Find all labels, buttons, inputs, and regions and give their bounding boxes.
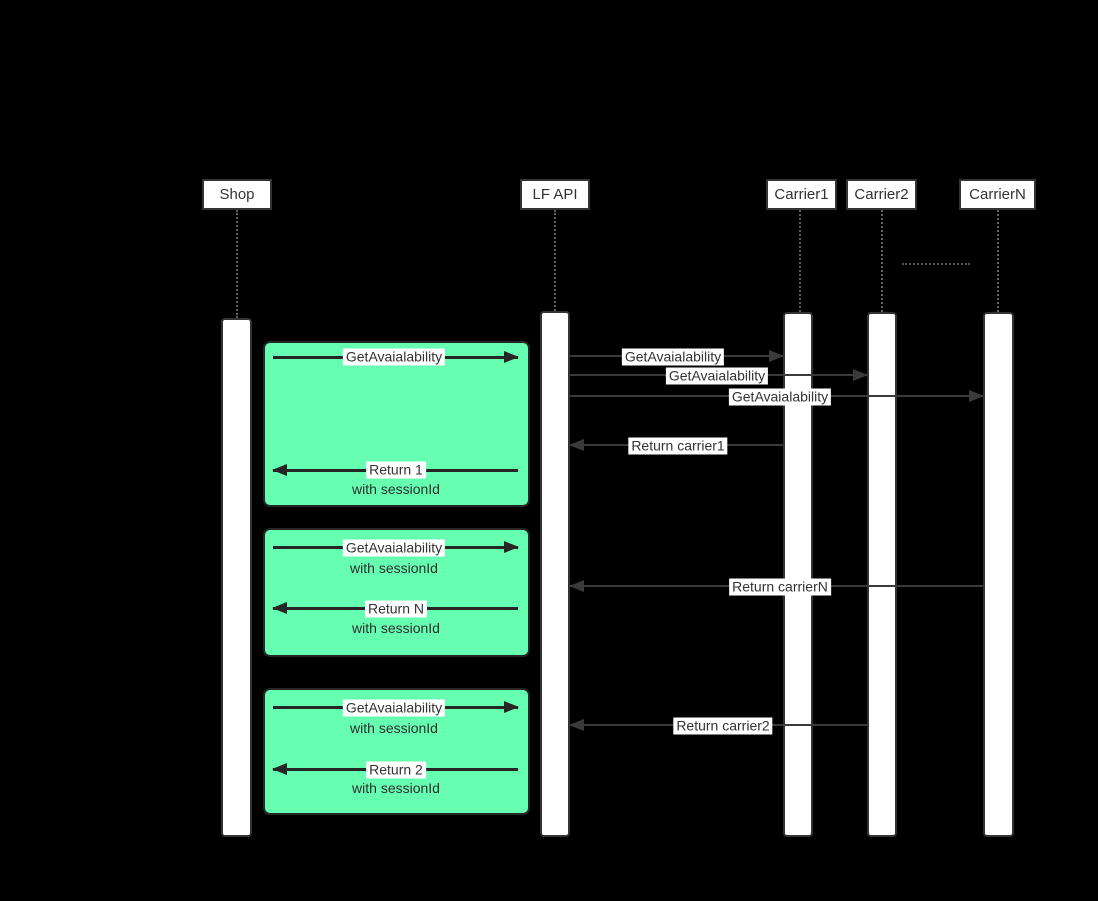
message-label: Return 1: [366, 461, 426, 479]
actor-box-carrierN: CarrierN: [959, 179, 1036, 210]
message-label: GetAvaialability: [342, 348, 446, 366]
activation-bar-lf-api: [540, 311, 570, 837]
actor-box-carrier2: Carrier2: [846, 179, 917, 210]
message-note: with sessionId: [352, 481, 440, 497]
message-label: GetAvaialability: [621, 348, 725, 366]
ellipsis-dotted-line: [902, 263, 970, 265]
lifeline-lf-api: [554, 210, 556, 311]
arrowhead-right-icon: [504, 701, 519, 713]
actor-label-shop: Shop: [219, 186, 255, 203]
arrowhead-left-icon: [272, 763, 287, 775]
lifeline-shop: [236, 210, 238, 318]
actor-box-shop: Shop: [202, 179, 272, 210]
message-note: with sessionId: [352, 780, 440, 796]
message-note: with sessionId: [352, 620, 440, 636]
message-label: Return carrier1: [628, 437, 728, 455]
actor-label-carrier2: Carrier2: [854, 186, 909, 203]
activation-bar-carrierN: [983, 312, 1014, 837]
arrowhead-right-icon: [969, 390, 984, 402]
arrowhead-left-icon: [272, 464, 287, 476]
message-label: Return N: [364, 600, 428, 618]
arrowhead-left-icon: [272, 602, 287, 614]
arrowhead-right-icon: [504, 351, 519, 363]
message-label: GetAvaialability: [342, 699, 446, 717]
activation-bar-carrier2: [867, 312, 897, 837]
arrowhead-left-icon: [569, 439, 584, 451]
lifeline-carrier1: [799, 210, 801, 312]
message-label: GetAvaialability: [342, 539, 446, 557]
actor-label-lf-api: LF API: [532, 186, 578, 203]
arrowhead-left-icon: [569, 580, 584, 592]
highlight-frame-1: [263, 341, 530, 507]
activation-bar-shop: [221, 318, 252, 837]
message-label: Return 2: [366, 761, 426, 779]
lifeline-carrierN: [997, 210, 999, 312]
arrowhead-right-icon: [769, 350, 784, 362]
actor-box-lf-api: LF API: [520, 179, 590, 210]
message-label: Return carrierN: [729, 578, 831, 596]
message-label: Return carrier2: [673, 717, 773, 735]
highlight-frame-3: [263, 688, 530, 815]
message-note: with sessionId: [350, 720, 438, 736]
message-note: with sessionId: [350, 560, 438, 576]
message-label: GetAvaialability: [728, 388, 832, 406]
actor-label-carrierN: CarrierN: [969, 186, 1026, 203]
message-label: GetAvaialability: [665, 367, 769, 385]
arrowhead-left-icon: [569, 719, 584, 731]
arrowhead-right-icon: [504, 541, 519, 553]
arrowhead-right-icon: [853, 369, 868, 381]
actor-label-carrier1: Carrier1: [774, 186, 829, 203]
lifeline-carrier2: [881, 210, 883, 312]
actor-box-carrier1: Carrier1: [766, 179, 837, 210]
